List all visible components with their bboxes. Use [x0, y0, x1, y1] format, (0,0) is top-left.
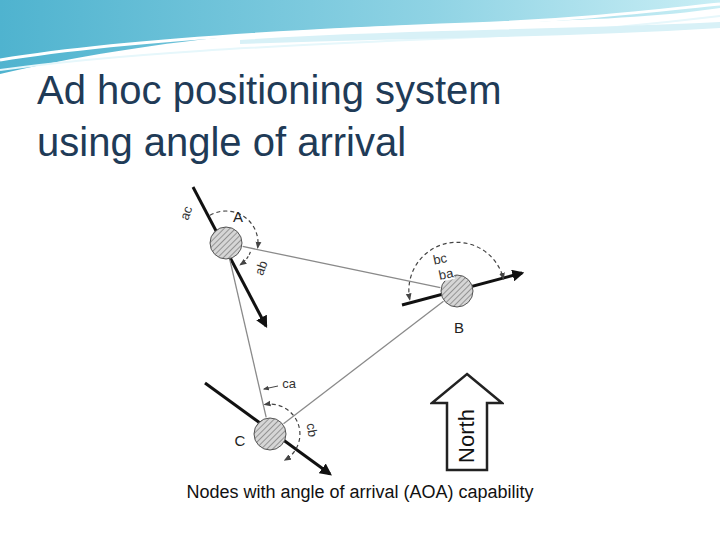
- angle-label: ab: [252, 258, 270, 278]
- node-label: A: [233, 208, 243, 225]
- link-line: [243, 246, 441, 287]
- caption: Nodes with angle of arrival (AOA) capabi…: [186, 481, 533, 503]
- sensor-node: C: [253, 417, 287, 451]
- north-label: North: [454, 409, 480, 463]
- heading-arrow: [193, 187, 266, 326]
- heading-arrow: [205, 383, 330, 474]
- node-label: C: [235, 432, 246, 449]
- header-wave: [0, 4, 720, 60]
- leader-line: [264, 386, 278, 389]
- header-wave: [0, 16, 720, 70]
- node-label: B: [454, 319, 464, 336]
- header-wave: [240, 22, 720, 44]
- angle-arc: [241, 252, 251, 265]
- angle-label: ca: [281, 377, 297, 390]
- link-line: [230, 260, 266, 418]
- angle-label: cb: [304, 421, 320, 439]
- hatched-circle: [209, 226, 243, 260]
- angle-label: bc: [431, 251, 449, 267]
- angle-label: ba: [437, 266, 456, 282]
- slide-title: Ad hoc positioning system using angle of…: [37, 64, 597, 168]
- link-line: [284, 301, 444, 423]
- header-band: [0, 0, 720, 74]
- sensor-node: A: [209, 226, 243, 260]
- angle-label: ac: [177, 203, 195, 222]
- hatched-circle: [253, 417, 287, 451]
- north-arrow: North: [430, 372, 504, 472]
